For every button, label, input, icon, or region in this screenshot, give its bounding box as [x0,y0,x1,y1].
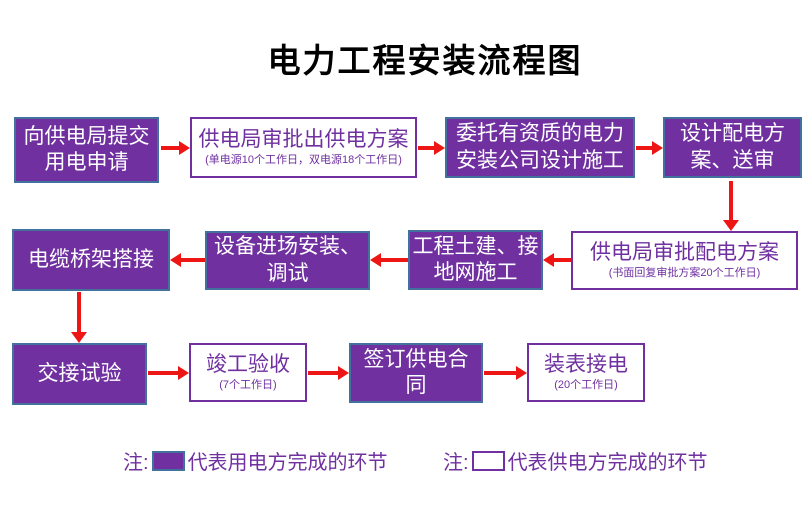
legend-note-prefix: 注: [443,452,469,474]
node-duration-note: (单电源10个工作日，双电源18个工作日) [205,154,402,167]
arrow-right-icon [148,366,189,380]
arrow-right-icon [636,141,663,155]
node-completion-acceptance: 竣工验收 (7个工作日) [189,343,307,402]
node-cable-tray-bridging: 电缆桥架搭接 [12,229,170,291]
arrow-down-icon [723,181,739,231]
node-civil-works-grounding: 工程土建、接 地网施工 [408,230,543,290]
legend-user-side: 注: 代表用电方完成的环节 [123,446,388,475]
node-label: 签订供电合 同 [363,347,469,397]
node-label: 设计配电方 案、送审 [680,122,785,172]
node-design-distribution-plan: 设计配电方 案、送审 [663,117,802,178]
legend-filled-square-icon [151,450,185,471]
arrow-right-icon [418,141,445,155]
node-bureau-approves-distribution-plan: 供电局审批配电方案 (书面回复审批方案20个工作日) [571,231,798,290]
node-label: 向供电局提交 用电申请 [23,124,150,174]
node-label: 装表接电 [544,353,628,377]
node-label: 供电局审批出供电方案 [198,128,409,152]
arrow-down-icon [71,292,87,343]
legend-outline-square-icon [471,450,505,471]
arrow-right-icon [484,366,527,380]
node-duration-note: (书面回复审批方案20个工作日) [608,267,761,280]
node-sign-supply-contract: 签订供电合 同 [349,343,483,403]
node-submit-power-application: 向供电局提交 用电申请 [14,117,159,183]
node-label: 工程土建、接 地网施工 [412,234,539,284]
arrow-right-icon [161,141,190,155]
node-equipment-install-debug: 设备进场安装、 调试 [205,231,370,290]
node-duration-note: (7个工作日) [219,379,277,392]
arrow-right-icon [308,366,349,380]
legend-label: 代表用电方完成的环节 [187,452,388,474]
arrow-left-icon [170,253,205,267]
node-handover-test: 交接试验 [12,343,147,405]
page-title: 电力工程安装流程图 [267,42,583,79]
node-label: 竣工验收 [206,353,290,377]
node-label: 供电局审批配电方案 [590,241,779,265]
node-install-meter-connect-power: 装表接电 (20个工作日) [527,343,645,402]
legend-label: 代表供电方完成的环节 [507,452,708,474]
legend-note-prefix: 注: [123,452,149,474]
legend-supplier-side: 注: 代表供电方完成的环节 [443,446,708,475]
node-label: 委托有资质的电力 安装公司设计施工 [456,122,624,172]
node-entrust-qualified-installer: 委托有资质的电力 安装公司设计施工 [445,117,635,178]
arrow-left-icon [543,253,571,267]
node-bureau-approves-supply-plan: 供电局审批出供电方案 (单电源10个工作日，双电源18个工作日) [190,117,417,178]
node-duration-note: (20个工作日) [554,379,618,392]
node-label: 交接试验 [37,361,122,385]
node-label: 设备进场安装、 调试 [214,235,361,285]
node-label: 电缆桥架搭接 [28,247,154,271]
arrow-left-icon [370,253,408,267]
